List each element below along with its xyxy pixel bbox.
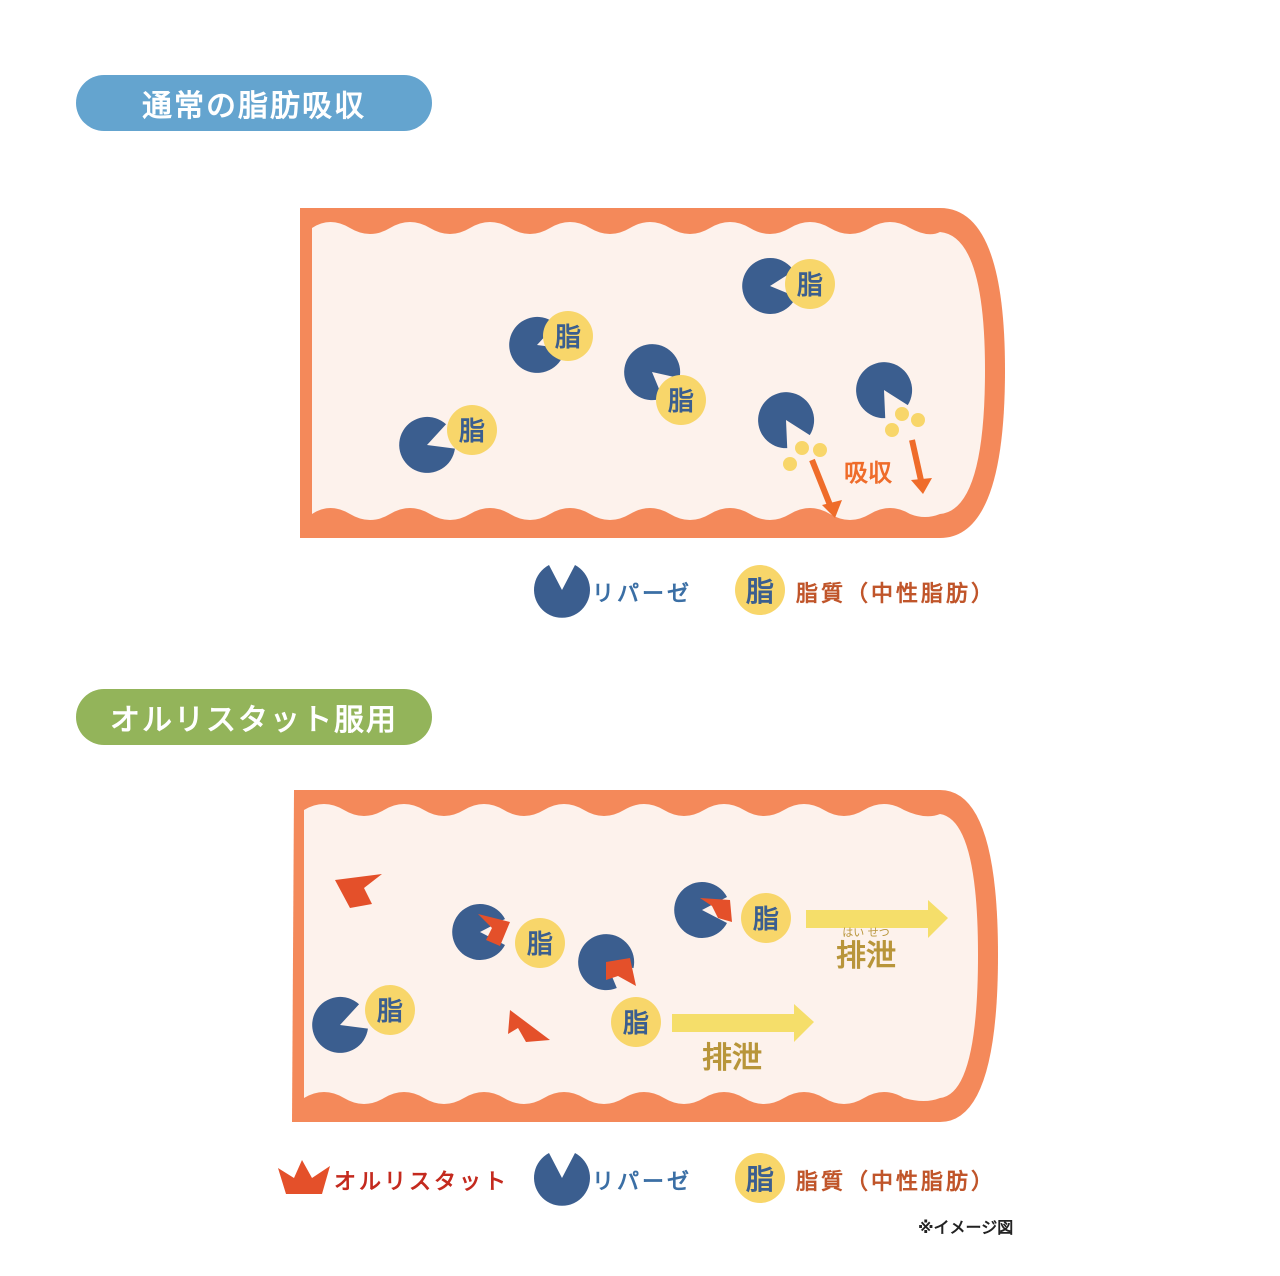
excrete-arrow (672, 1004, 814, 1042)
lipase-fat-pair: 脂 (304, 985, 415, 1061)
fat-molecule (611, 997, 661, 1047)
fat-molecule (543, 311, 593, 361)
excrete-arrow (806, 900, 948, 938)
excrete-ruby: はい せつ (842, 926, 890, 939)
legend-lipase-label: リパーゼ (592, 582, 693, 607)
blocked-lipase: 脂 (566, 922, 661, 1047)
excrete-label: 排泄 (702, 1041, 762, 1076)
fat-molecule (365, 985, 415, 1035)
absorb-label: 吸収 (844, 459, 893, 487)
lipase-digesting (747, 381, 842, 518)
svg-text:脂: 脂 (753, 905, 779, 935)
fat-molecule (447, 405, 497, 455)
fat-molecule (785, 259, 835, 309)
legend-fat-label: 脂質（中性脂肪） (796, 1170, 997, 1195)
legend-lipase-icon (534, 1153, 590, 1206)
fat-molecule (656, 375, 706, 425)
svg-text:脂: 脂 (746, 1163, 774, 1196)
blocked-lipase: 脂 (674, 882, 791, 943)
lipase-fat-pair: 脂 (612, 332, 706, 425)
legend-lipase-icon (534, 565, 590, 618)
svg-text:脂: 脂 (797, 271, 823, 301)
section-orlistat-title: オルリスタット服用 (76, 689, 432, 745)
excrete-label: 排泄 (836, 939, 896, 974)
image-note: ※イメージ図 (918, 1218, 1014, 1237)
legend-orlistat-icon (278, 1160, 330, 1194)
legend-fat-label: 脂質（中性脂肪） (796, 582, 997, 607)
lipase-fat-pair: 脂 (391, 405, 497, 481)
legend-fat-icon: 脂 (735, 1153, 785, 1203)
svg-text:脂: 脂 (746, 575, 774, 608)
svg-text:脂: 脂 (527, 930, 553, 960)
lipase-digesting (845, 351, 932, 494)
svg-text:脂: 脂 (459, 417, 485, 447)
orlistat-molecule (508, 1010, 550, 1042)
svg-text:脂: 脂 (668, 387, 694, 417)
fat-molecule (515, 918, 565, 968)
orlistat-molecule (335, 874, 382, 908)
blocked-lipase: 脂 (452, 904, 565, 968)
intestine-orlistat (292, 790, 998, 1122)
svg-text:脂: 脂 (623, 1009, 649, 1039)
fat-molecule (741, 893, 791, 943)
lipase-fat-pair: 脂 (739, 255, 835, 317)
lipase-fat-pair: 脂 (501, 310, 593, 381)
svg-text:脂: 脂 (555, 323, 581, 353)
legend-fat-icon: 脂 (735, 565, 785, 615)
legend-lipase-label: リパーゼ (592, 1170, 693, 1195)
legend-orlistat-label: オルリスタット (334, 1170, 510, 1195)
section-normal-title: 通常の脂肪吸収 (76, 75, 432, 131)
svg-text:脂: 脂 (377, 997, 403, 1027)
